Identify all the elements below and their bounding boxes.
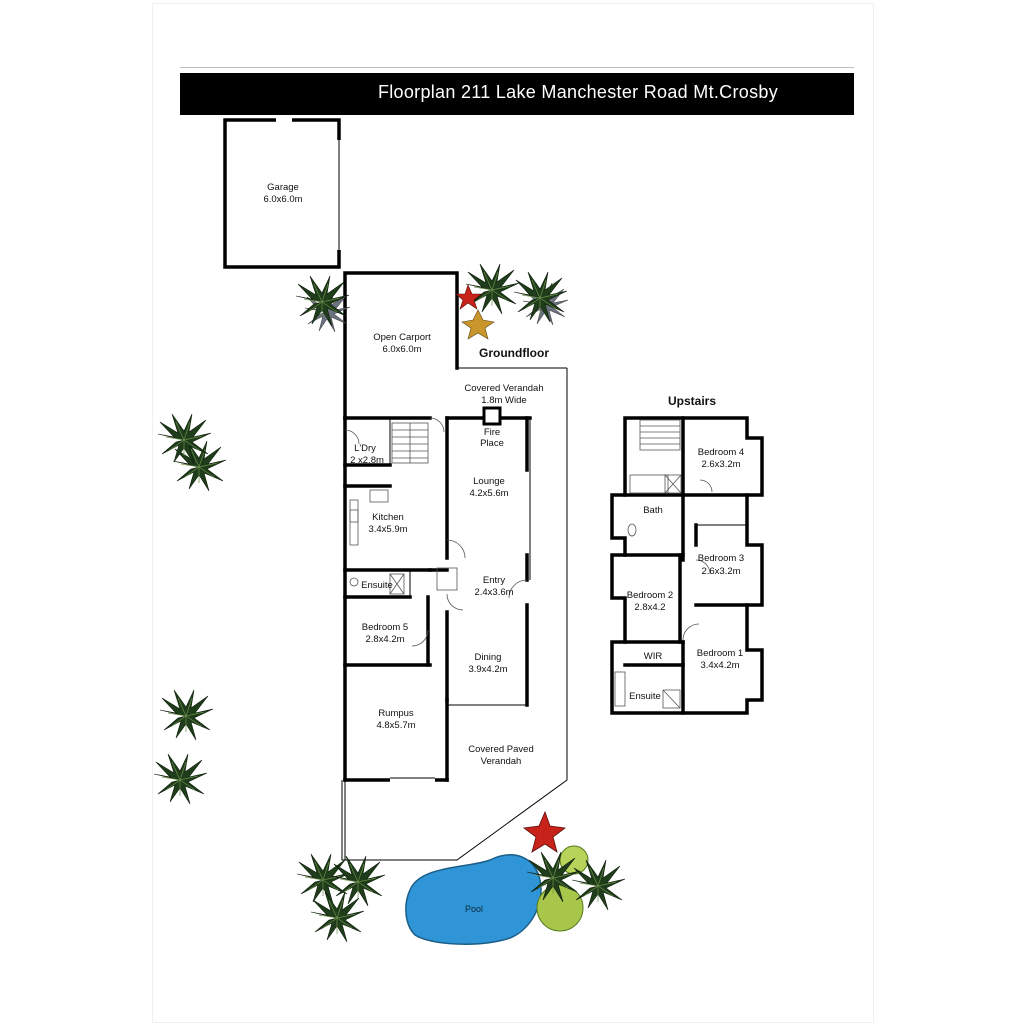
pool-label: Pool — [465, 904, 483, 914]
entry-size: 2.4x3.6m — [474, 587, 513, 598]
ground-floor — [223, 117, 568, 945]
kitchen-size: 3.4x5.9m — [368, 524, 407, 535]
bedroom1-size: 3.4x4.2m — [700, 660, 739, 671]
verandah-label: Covered Verandah — [464, 383, 543, 394]
fireplace-box — [482, 406, 502, 426]
bedroom5-size: 2.8x4.2m — [365, 634, 404, 645]
groundfloor-heading: Groundfloor — [479, 346, 549, 360]
landscape-plants — [153, 263, 626, 943]
fireplace-label-2: Place — [480, 438, 504, 449]
paved-verandah-label-2: Verandah — [481, 756, 522, 767]
gold-flower-icon — [461, 309, 495, 340]
bedroom2-label: Bedroom 2 — [627, 590, 673, 601]
carport-size: 6.0x6.0m — [382, 344, 421, 355]
garage-label: Garage — [267, 182, 299, 193]
carport-label: Open Carport — [373, 332, 431, 343]
wir-label: WIR — [644, 651, 663, 662]
garage-size: 6.0x6.0m — [263, 194, 302, 205]
lounge-size: 4.2x5.6m — [469, 488, 508, 499]
pool-shape — [405, 854, 542, 945]
dining-size: 3.9x4.2m — [468, 664, 507, 675]
bedroom4-size: 2.6x3.2m — [701, 459, 740, 470]
entry-label: Entry — [483, 575, 505, 586]
room-labels: Groundfloor Upstairs Garage 6.0x6.0m Ope… — [263, 182, 744, 914]
lounge-label: Lounge — [473, 476, 505, 487]
paper-sheet — [153, 4, 873, 1022]
palm-icon — [153, 753, 208, 805]
bath-label: Bath — [643, 505, 663, 516]
palm-icon — [159, 689, 214, 741]
title-bar: Floorplan 211 Lake Manchester Road Mt.Cr… — [180, 67, 854, 115]
verandah-width: 1.8m Wide — [481, 395, 526, 406]
plan-title: Floorplan 211 Lake Manchester Road Mt.Cr… — [377, 82, 778, 102]
ground-ensuite-label: Ensuite — [361, 580, 393, 591]
rumpus-size: 4.8x5.7m — [376, 720, 415, 731]
rumpus-label: Rumpus — [378, 708, 414, 719]
palm-icon — [310, 891, 365, 943]
bedroom3-label: Bedroom 3 — [698, 553, 744, 564]
red-flower-icon — [522, 810, 567, 853]
paved-verandah-label-1: Covered Paved — [468, 744, 533, 755]
upstairs-heading: Upstairs — [668, 394, 716, 408]
fireplace-label-1: Fire — [484, 427, 500, 438]
carport-walls — [343, 271, 459, 420]
laundry-size: 2 x2.8m — [350, 455, 384, 466]
bedroom2-size: 2.8x4.2 — [634, 602, 665, 613]
upstairs-walls — [610, 416, 764, 715]
laundry-label: L'Dry — [354, 443, 376, 454]
upstairs-stairs — [639, 419, 681, 451]
bedroom4-label: Bedroom 4 — [698, 447, 744, 458]
upstairs-ensuite-label: Ensuite — [629, 691, 661, 702]
dining-label: Dining — [475, 652, 502, 663]
red-flower-icon — [455, 284, 482, 310]
bedroom5-label: Bedroom 5 — [362, 622, 408, 633]
bedroom3-size: 2.6x3.2m — [701, 566, 740, 577]
upstairs-floor — [610, 416, 764, 715]
kitchen-label: Kitchen — [372, 512, 404, 523]
bedroom1-label: Bedroom 1 — [697, 648, 743, 659]
ground-stairs — [391, 422, 429, 464]
